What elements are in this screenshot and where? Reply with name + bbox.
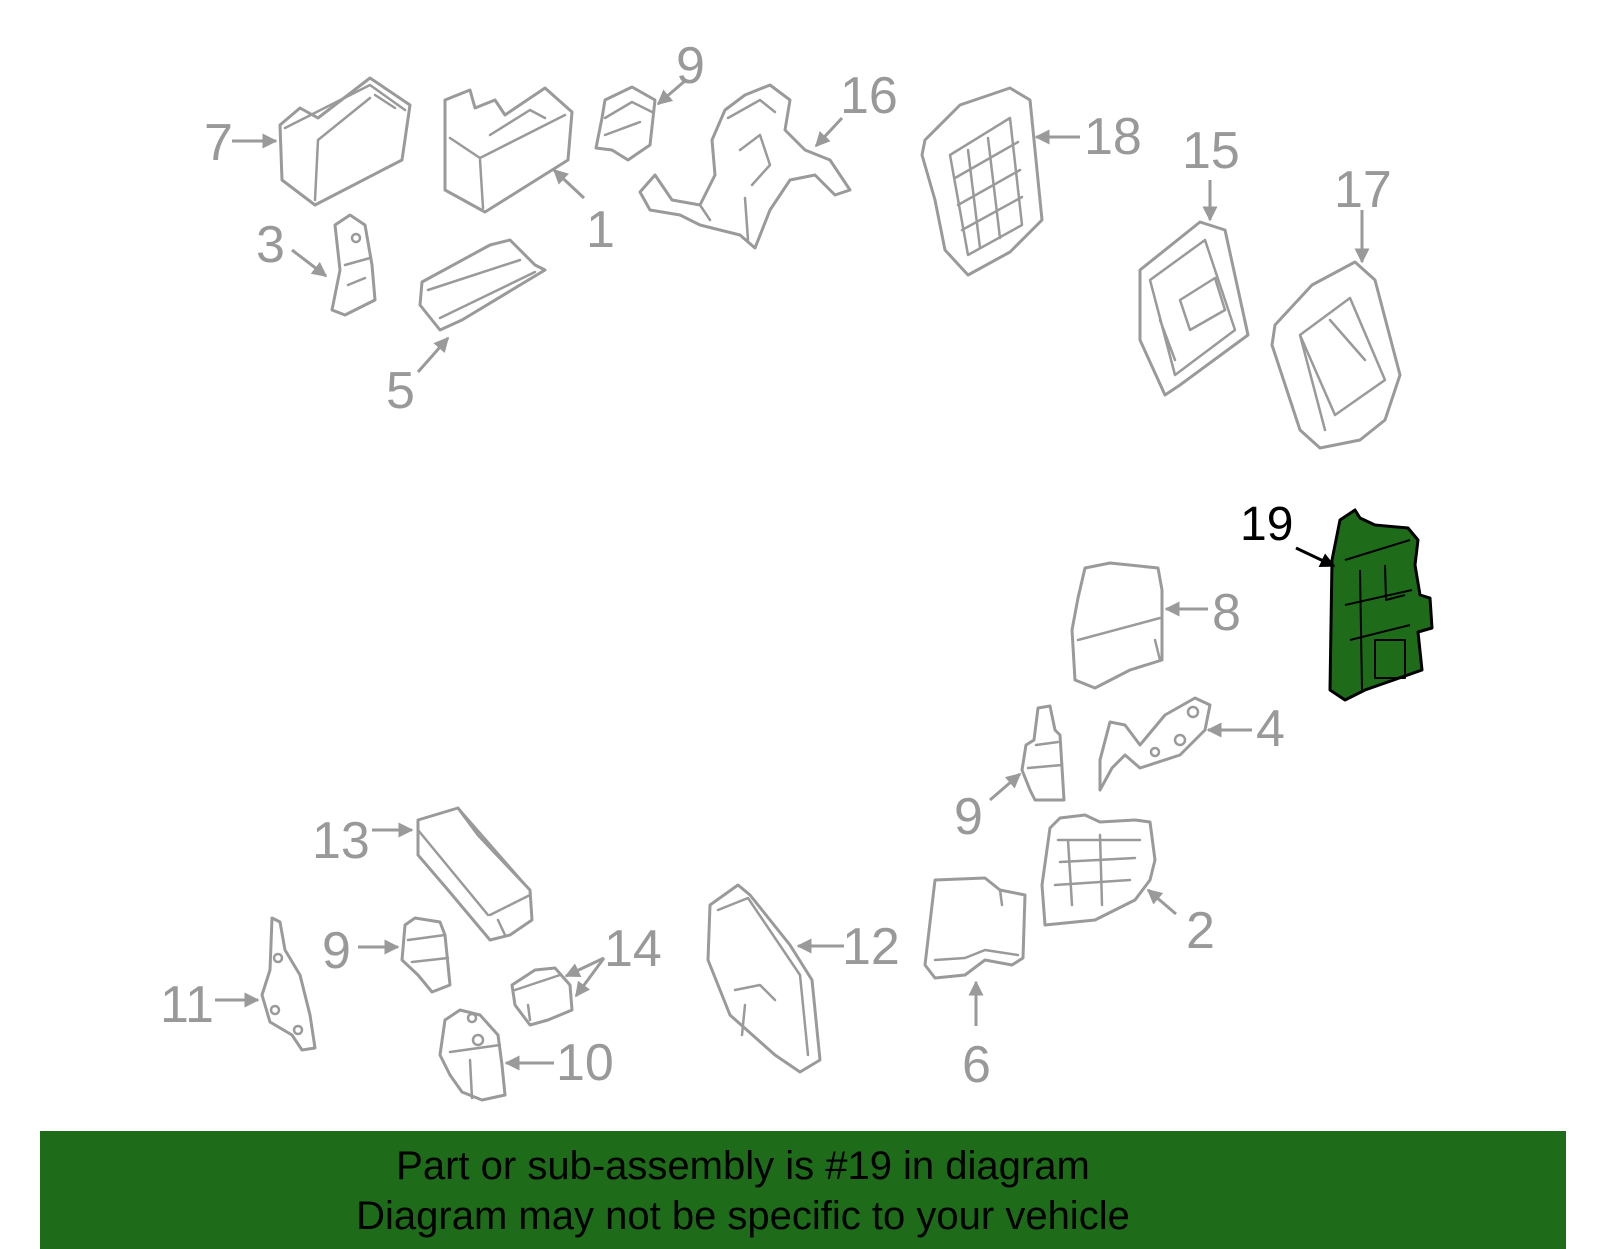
part-6[interactable]: 6 [923,876,1027,1094]
part-1[interactable]: 1 [443,86,615,259]
part-8[interactable]: 8 [1070,561,1241,690]
part-15[interactable]: 15 [1138,122,1250,397]
part-9-bottom[interactable]: 9 [322,916,452,994]
part-4[interactable]: 4 [1098,696,1285,792]
part-16[interactable]: 16 [638,67,898,250]
part-10[interactable]: 10 [438,1008,614,1102]
part-19[interactable]: 19 [1240,498,1434,702]
part-9-top[interactable]: 9 [594,37,705,162]
label-16: 16 [840,67,898,125]
label-9-top: 9 [676,37,705,95]
label-17: 17 [1334,161,1392,219]
info-banner: Part or sub-assembly is #19 in diagram D… [40,1131,1566,1249]
label-5: 5 [386,362,415,420]
label-7: 7 [204,114,233,172]
label-12: 12 [842,918,900,976]
label-9-bottom: 9 [322,922,351,980]
part-17[interactable]: 17 [1270,161,1402,450]
banner-line-2: Diagram may not be specific to your vehi… [356,1194,1130,1238]
part-12[interactable]: 12 [706,883,900,1074]
part-5[interactable]: 5 [386,238,547,420]
label-6: 6 [962,1036,991,1094]
label-13: 13 [312,812,370,870]
label-9-mid: 9 [954,788,983,846]
label-4: 4 [1256,700,1285,758]
label-14: 14 [604,920,662,978]
part-7[interactable]: 7 [204,76,412,207]
part-11[interactable]: 11 [160,916,317,1052]
label-8: 8 [1212,584,1241,642]
label-2: 2 [1186,902,1215,960]
part-3[interactable]: 3 [256,213,377,317]
label-1: 1 [586,201,615,259]
label-15: 15 [1182,122,1240,180]
label-19: 19 [1240,498,1293,551]
part-13[interactable]: 13 [312,806,534,942]
banner-line-1: Part or sub-assembly is #19 in diagram [396,1144,1090,1188]
label-18: 18 [1084,108,1142,166]
part-18[interactable]: 18 [920,86,1142,277]
part-2[interactable]: 2 [1040,813,1215,960]
label-3: 3 [256,216,285,274]
part-9-mid[interactable]: 9 [954,704,1066,846]
label-10: 10 [556,1034,614,1092]
label-11: 11 [160,976,214,1034]
part-14[interactable]: 14 [510,920,662,1027]
